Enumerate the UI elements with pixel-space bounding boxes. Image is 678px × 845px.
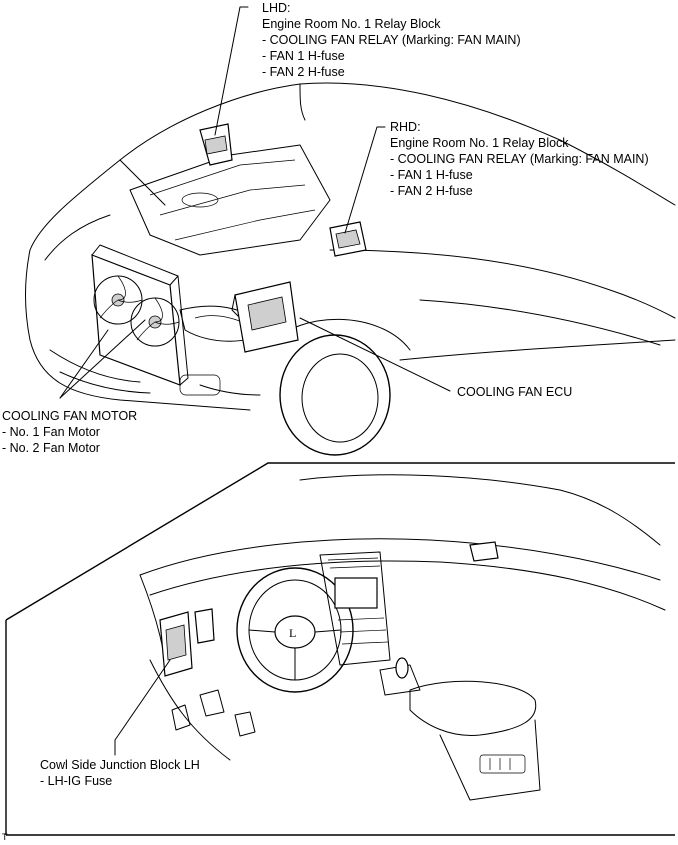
motor-callout: COOLING FAN MOTOR - No. 1 Fan Motor - No… xyxy=(2,408,137,456)
cowl-line-1: - LH-IG Fuse xyxy=(40,774,113,788)
rhd-title: RHD: xyxy=(390,120,421,134)
lhd-line-2: - COOLING FAN RELAY (Marking: FAN MAIN) xyxy=(262,33,521,47)
motor-line-2: - No. 2 Fan Motor xyxy=(2,441,100,455)
rhd-line-3: - FAN 1 H-fuse xyxy=(390,168,473,182)
cooling-fan-assembly xyxy=(91,244,189,386)
motor-title: COOLING FAN MOTOR xyxy=(2,409,138,423)
rhd-callout: RHD: Engine Room No. 1 Relay Block - COO… xyxy=(390,119,649,199)
rhd-line-4: - FAN 2 H-fuse xyxy=(390,184,473,198)
lhd-line-1: Engine Room No. 1 Relay Block xyxy=(262,17,441,31)
vehicle-front-illustration xyxy=(25,82,676,456)
rhd-line-1: Engine Room No. 1 Relay Block xyxy=(390,136,569,150)
center-console xyxy=(319,551,541,801)
corner-mark: T xyxy=(2,832,8,842)
ecu-callout: COOLING FAN ECU xyxy=(457,384,572,400)
leader-lines-top xyxy=(59,6,451,399)
rhd-line-2: - COOLING FAN RELAY (Marking: FAN MAIN) xyxy=(390,152,649,166)
lhd-line-4: - FAN 2 H-fuse xyxy=(262,65,345,79)
cowl-junction-block xyxy=(159,611,193,677)
interior-frame xyxy=(5,462,675,836)
lhd-callout: LHD: Engine Room No. 1 Relay Block - COO… xyxy=(262,0,521,80)
leader-line-cowl xyxy=(114,659,171,756)
motor-line-1: - No. 1 Fan Motor xyxy=(2,425,100,439)
rhd-relay-block xyxy=(329,221,367,257)
lhd-title: LHD: xyxy=(262,1,291,15)
lhd-relay-block xyxy=(199,123,233,166)
svg-text:L: L xyxy=(289,626,296,640)
steering-wheel: L xyxy=(236,567,354,693)
lhd-line-3: - FAN 1 H-fuse xyxy=(262,49,345,63)
ecu-title: COOLING FAN ECU xyxy=(457,385,573,399)
cowl-callout: Cowl Side Junction Block LH - LH-IG Fuse xyxy=(40,757,200,789)
cooling-fan-ecu-component xyxy=(231,281,299,353)
cowl-title: Cowl Side Junction Block LH xyxy=(40,758,200,772)
cockpit-illustration: L xyxy=(139,474,666,801)
